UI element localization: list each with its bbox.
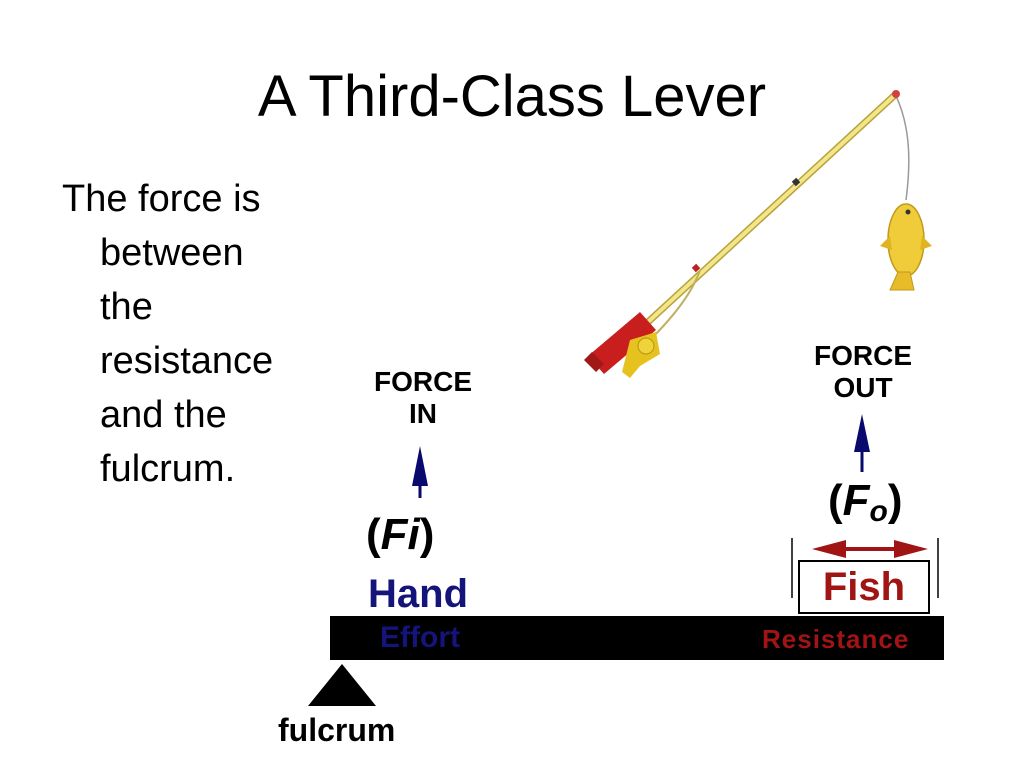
fo-symbol: F xyxy=(842,476,870,525)
body-line: The force is xyxy=(62,178,261,220)
fi-open-paren: ( xyxy=(366,510,381,559)
force-out-line: OUT xyxy=(833,372,893,403)
fulcrum-label: fulcrum xyxy=(278,712,396,748)
force-out-line: FORCE xyxy=(814,340,912,371)
fish-label: Fish xyxy=(822,565,906,609)
force-out-symbol: (Fo) xyxy=(828,476,903,528)
force-in-line: IN xyxy=(409,398,437,429)
force-in-arrow-icon xyxy=(412,446,428,498)
fish-icon xyxy=(880,203,932,291)
fo-close-paren: ) xyxy=(887,476,903,525)
force-in-label: FORCE IN xyxy=(358,366,488,430)
slide-title: A Third-Class Lever xyxy=(257,64,767,129)
slide-body-text: The force is between the resistance and … xyxy=(62,172,322,496)
movement-double-arrow-icon xyxy=(791,538,939,598)
hand-label: Hand xyxy=(368,572,468,616)
lever-bar xyxy=(330,616,944,660)
body-line: fulcrum. xyxy=(100,448,236,490)
fi-close-paren: ) xyxy=(419,510,435,559)
fo-subscript: o xyxy=(869,495,888,528)
force-out-label: FORCE OUT xyxy=(798,340,928,404)
body-line: resistance xyxy=(100,340,274,382)
fishing-rod-icon xyxy=(584,90,910,378)
force-out-arrow-icon xyxy=(854,414,870,472)
fo-open-paren: ( xyxy=(828,476,843,525)
effort-label: Effort xyxy=(380,621,460,654)
fulcrum-triangle-icon xyxy=(308,664,376,706)
fish-box: Fish xyxy=(798,560,930,614)
fi-symbol: Fi xyxy=(380,510,420,559)
resistance-label: Resistance xyxy=(762,624,910,654)
body-line: between xyxy=(100,232,244,274)
force-in-line: FORCE xyxy=(374,366,472,397)
body-line: and the xyxy=(100,394,227,436)
force-in-symbol: (Fi) xyxy=(366,510,434,560)
body-line: the xyxy=(100,286,153,328)
